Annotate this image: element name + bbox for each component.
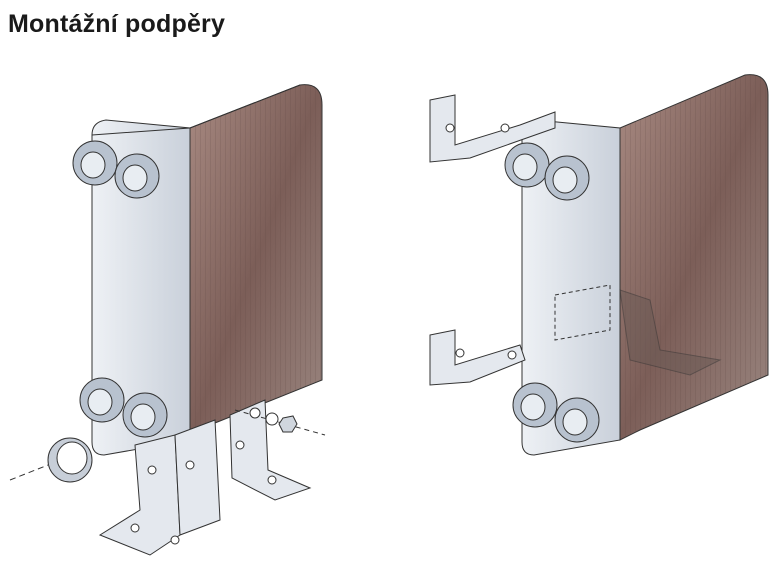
floor-stand-brackets bbox=[98, 399, 312, 556]
exchanger-wall-brackets bbox=[429, 74, 769, 456]
bolt-washer-nut bbox=[234, 407, 326, 436]
connection-ports bbox=[72, 140, 168, 438]
wall-brackets bbox=[429, 94, 722, 386]
exchanger-floor-stand bbox=[9, 84, 326, 556]
connection-ports bbox=[504, 142, 600, 443]
sealing-ring bbox=[9, 437, 93, 483]
page-title: Montážní podpěry bbox=[8, 10, 226, 38]
